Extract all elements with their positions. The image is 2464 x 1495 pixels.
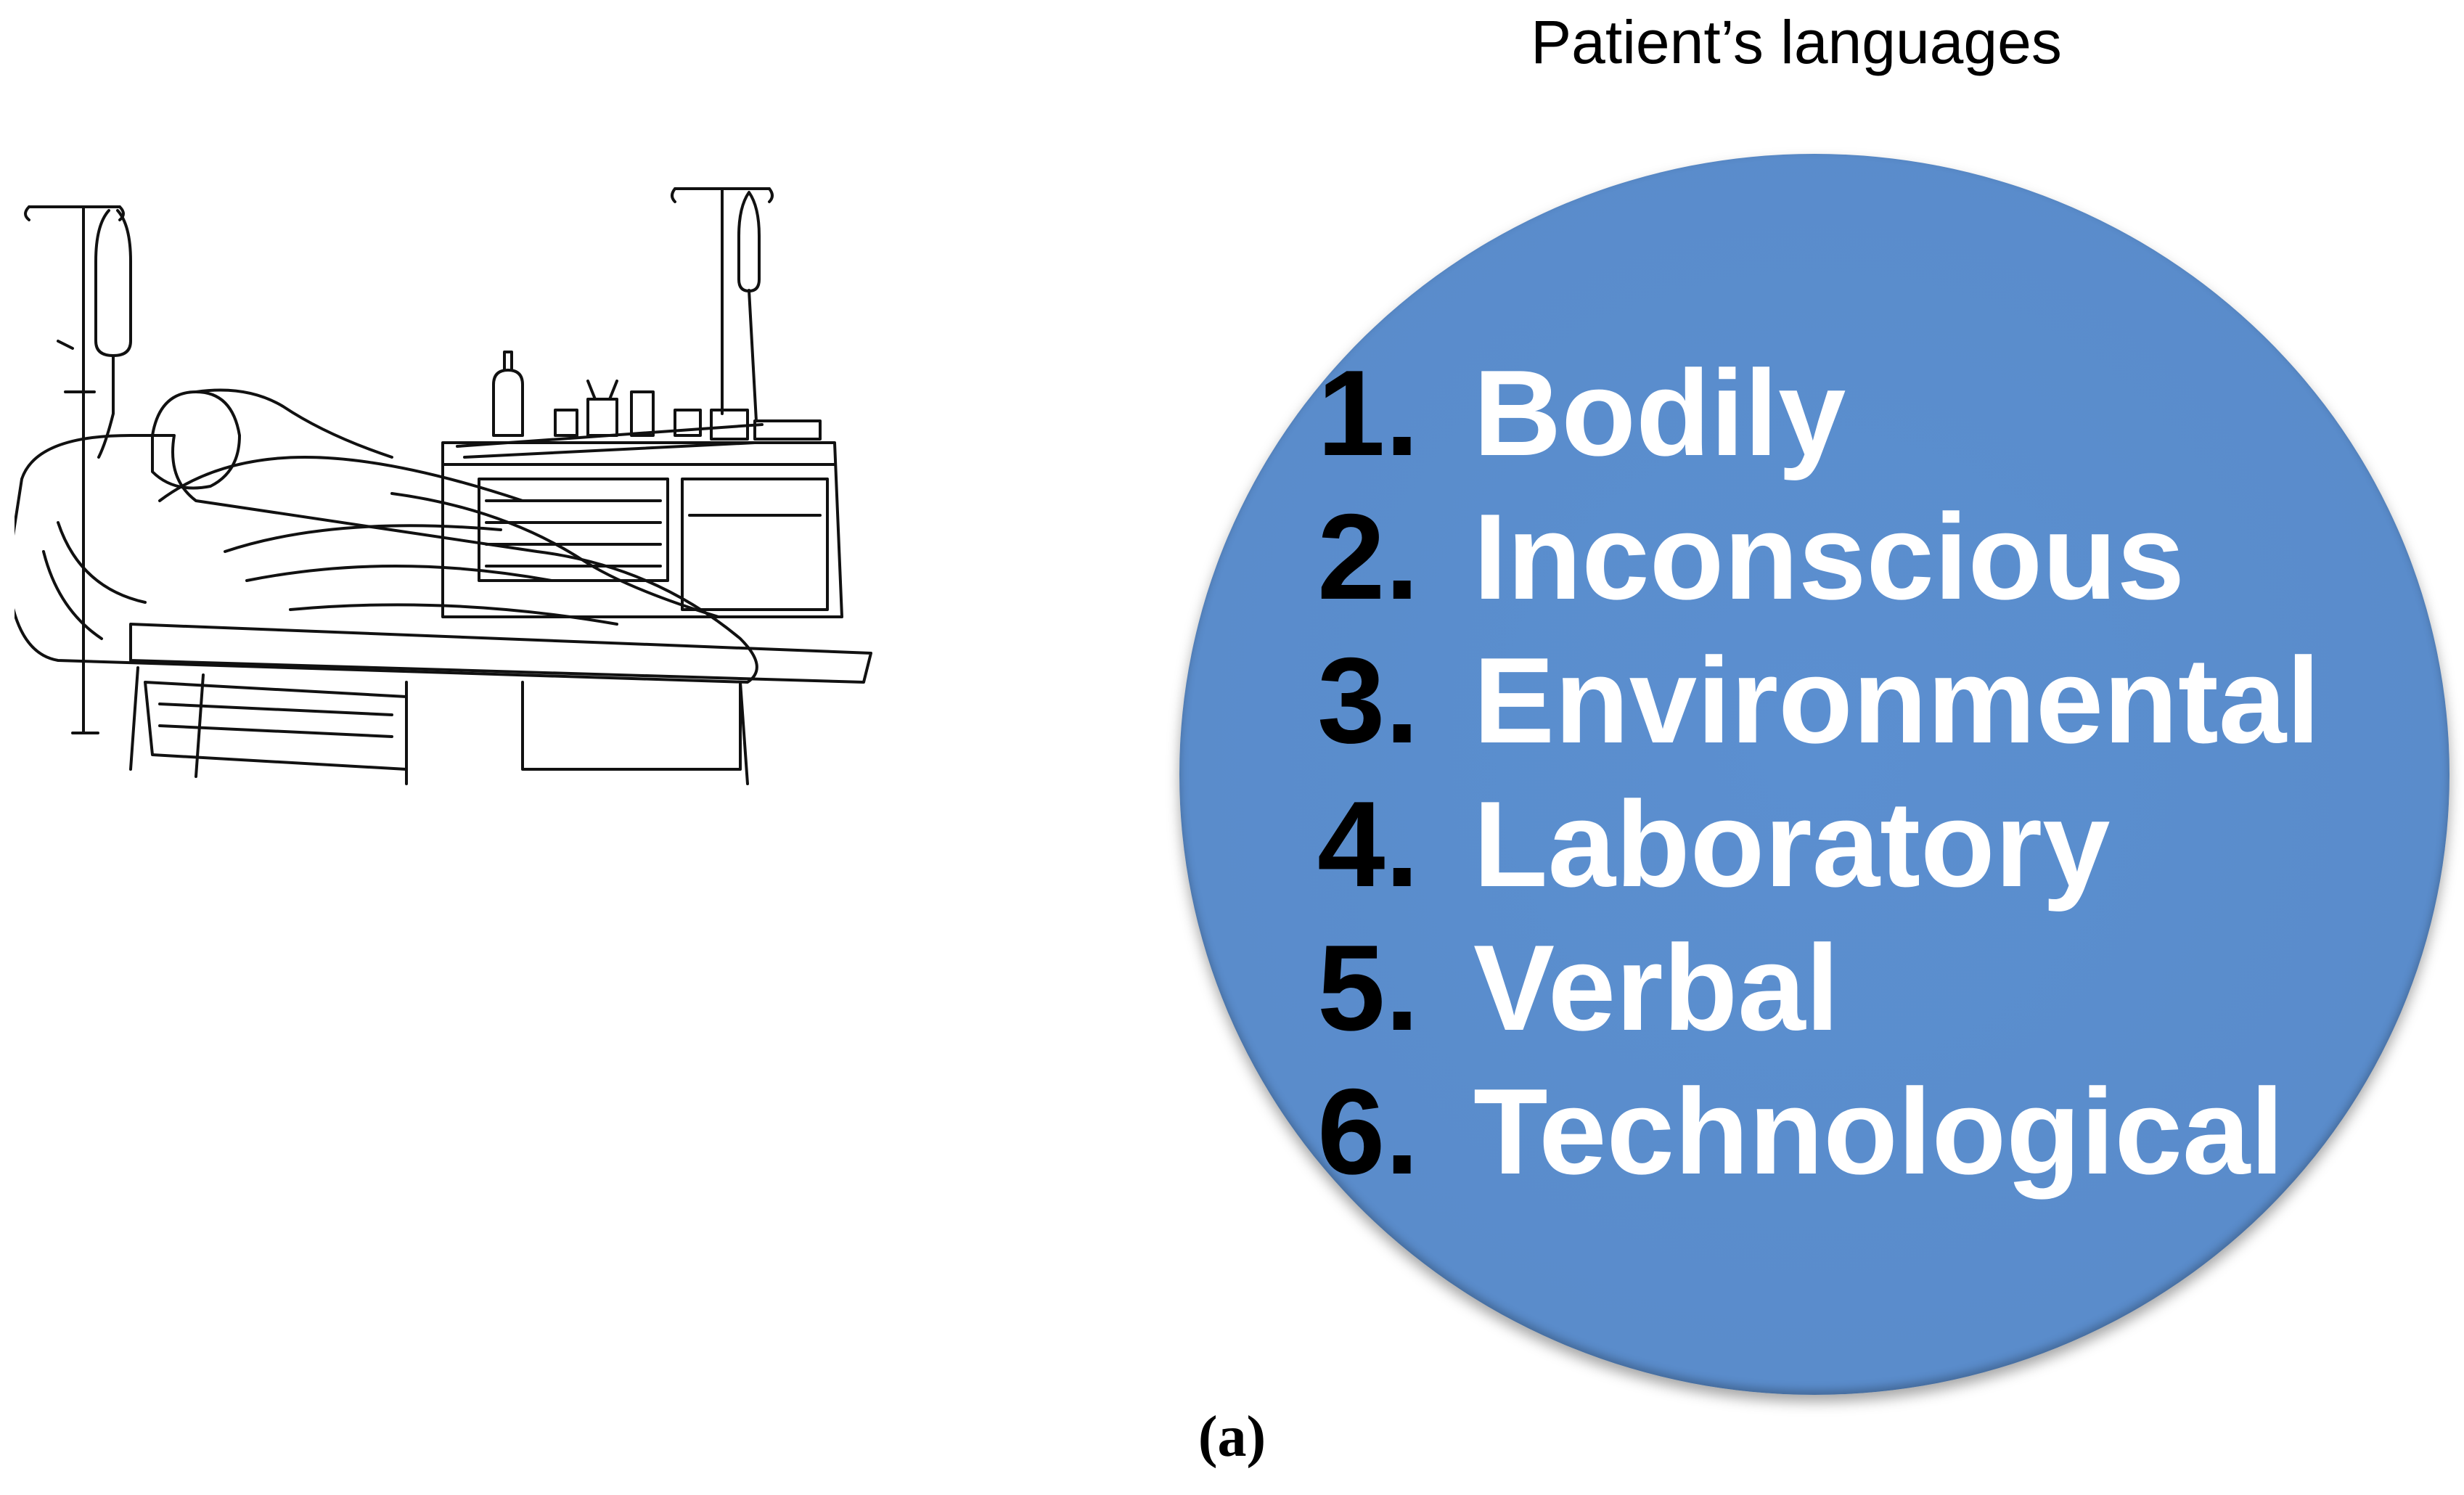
item-label: Bodily — [1473, 345, 1846, 481]
item-label: Verbal — [1473, 919, 1840, 1056]
item-label: Laboratory — [1473, 776, 2111, 912]
item-number: 6. — [1317, 1063, 1420, 1200]
languages-circle — [1179, 154, 2449, 1395]
item-label: Technological — [1473, 1063, 2285, 1200]
item-label: Environmental — [1473, 632, 2320, 769]
figure-caption: (a) — [1198, 1405, 1266, 1469]
list-item: 2. Inconscious — [1317, 485, 2320, 628]
item-number: 1. — [1317, 345, 1420, 481]
list-item: 4. Laboratory — [1317, 772, 2320, 916]
item-number: 3. — [1317, 632, 1420, 769]
list-item: 6. Technological — [1317, 1060, 2320, 1203]
item-label: Inconscious — [1473, 488, 2185, 625]
languages-list: 1. Bodily 2. Inconscious 3. Environmenta… — [1317, 341, 2320, 1203]
list-item: 1. Bodily — [1317, 341, 2320, 485]
item-number: 5. — [1317, 919, 1420, 1056]
list-item: 5. Verbal — [1317, 916, 2320, 1060]
diagram-title: Patient’s languages — [1531, 8, 2062, 76]
list-item: 3. Environmental — [1317, 628, 2320, 772]
item-number: 2. — [1317, 488, 1420, 625]
hospital-bed-illustration — [6, 174, 900, 827]
item-number: 4. — [1317, 776, 1420, 912]
